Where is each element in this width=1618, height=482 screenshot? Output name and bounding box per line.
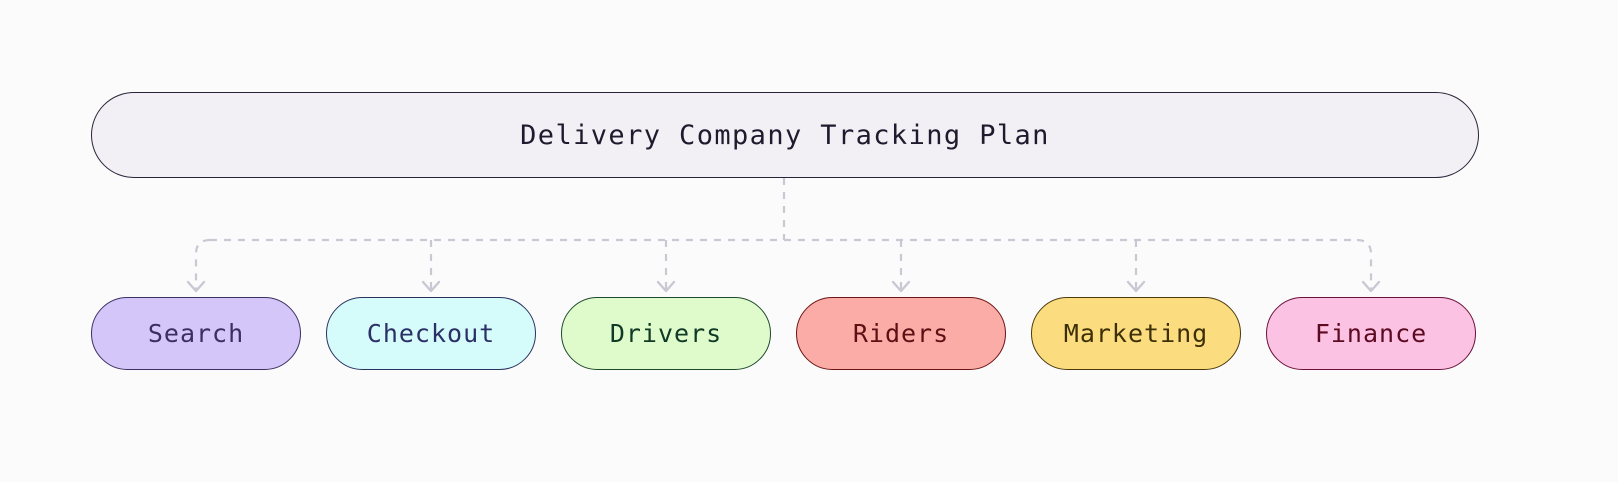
arrowhead-search-icon [186,280,206,293]
node-drivers[interactable]: Drivers [561,297,771,370]
node-root-label: Delivery Company Tracking Plan [520,119,1050,151]
arrowhead-riders-icon [891,280,911,293]
node-riders-label: Riders [852,319,950,348]
node-finance-label: Finance [1314,319,1428,348]
node-search-label: Search [147,319,245,348]
edge-to-finance [1356,238,1373,291]
node-search[interactable]: Search [91,297,301,370]
node-marketing[interactable]: Marketing [1031,297,1241,370]
arrowhead-drivers-icon [656,280,676,293]
node-drivers-label: Drivers [609,319,723,348]
node-marketing-label: Marketing [1063,319,1209,348]
node-checkout-label: Checkout [366,319,496,348]
node-checkout[interactable]: Checkout [326,297,536,370]
arrowhead-checkout-icon [421,280,441,293]
arrowhead-finance-icon [1361,280,1381,293]
node-riders[interactable]: Riders [796,297,1006,370]
arrowhead-marketing-icon [1126,280,1146,293]
node-root[interactable]: Delivery Company Tracking Plan [91,92,1479,178]
node-finance[interactable]: Finance [1266,297,1476,370]
edge-to-search [194,238,211,291]
